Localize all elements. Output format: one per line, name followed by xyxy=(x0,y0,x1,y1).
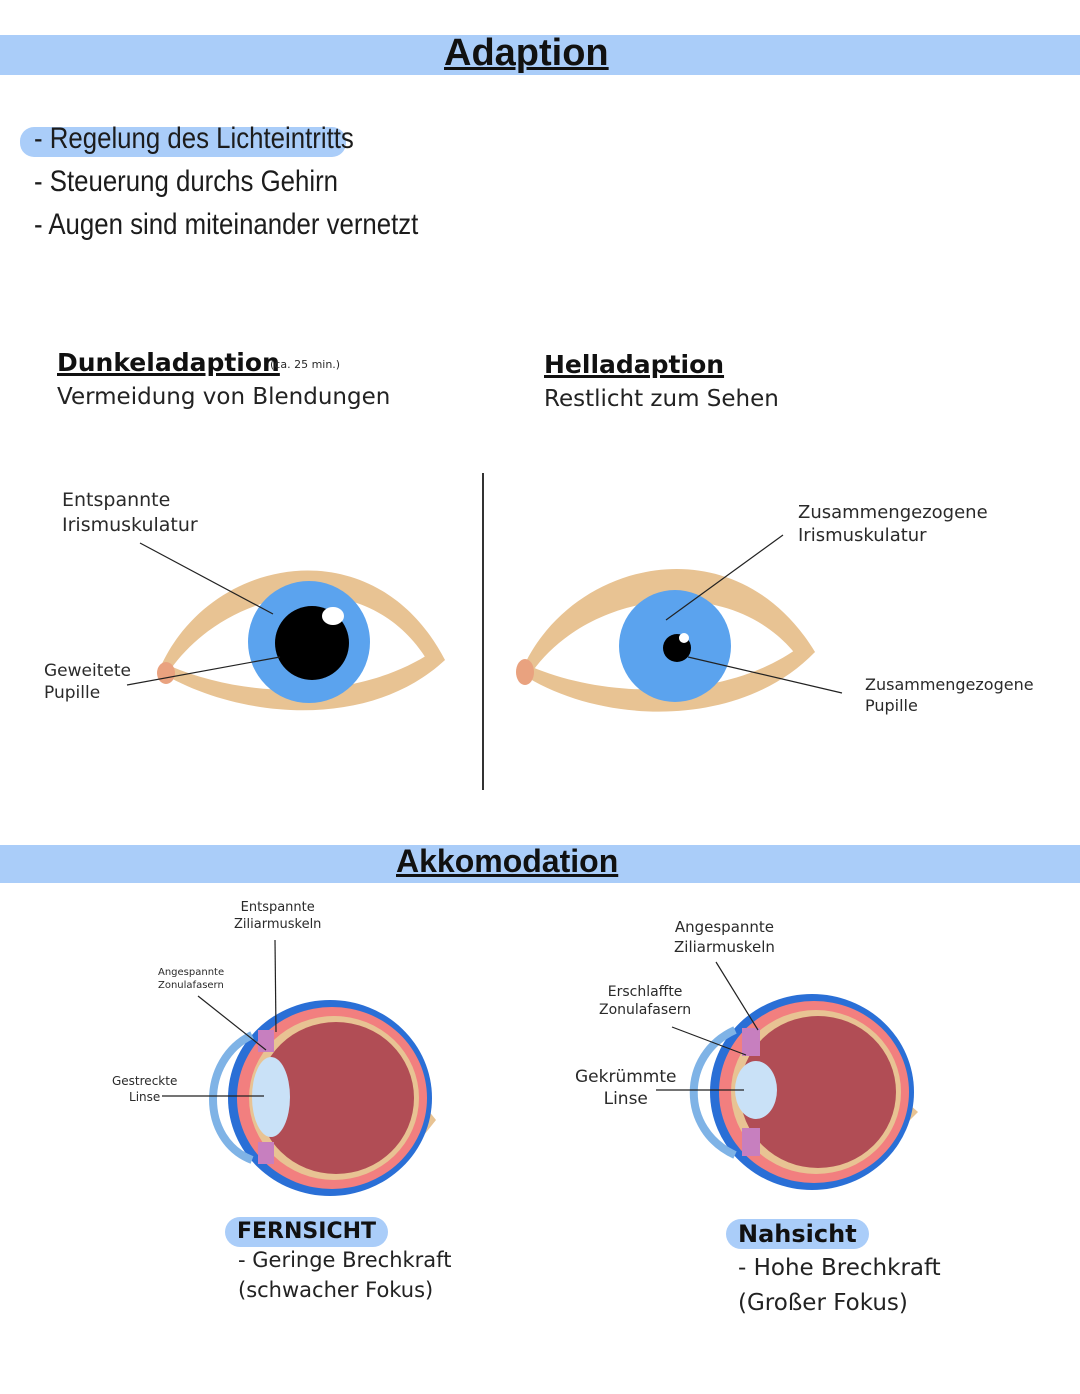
line-pupil-light xyxy=(687,656,843,694)
upper-eyelid xyxy=(160,570,445,670)
fern-lens-label: Gestreckte Linse xyxy=(112,1074,177,1105)
vitreous xyxy=(258,1022,414,1174)
vitreous xyxy=(740,1016,896,1168)
fernsicht-pill: FERNSICHT xyxy=(225,1217,389,1247)
cornea xyxy=(689,1026,737,1159)
fern-lens-label-1: Gestreckte xyxy=(112,1074,178,1088)
line-zon-fern xyxy=(197,995,267,1051)
bullet-3: - Augen sind miteinander vernetzt xyxy=(34,208,419,241)
nah-cil-label-2: Ziliarmuskeln xyxy=(674,937,775,956)
eye-fernsicht xyxy=(209,1000,436,1196)
fern-zon-label-2: Zonulafasern xyxy=(158,980,224,991)
dunkel-iris-label-2: Irismuskulatur xyxy=(62,513,198,536)
pupil-highlight xyxy=(679,633,689,643)
nah-desc-2: (Großer Fokus) xyxy=(738,1290,908,1316)
lens-curved xyxy=(735,1061,777,1119)
nah-zon-label: Erschlaffte Zonulafasern xyxy=(599,983,691,1019)
bullet-2: - Steuerung durchs Gehirn xyxy=(34,165,339,198)
line-zon-nah xyxy=(671,1026,747,1056)
fern-cil-label: Entspannte Ziliarmuskeln xyxy=(234,900,321,934)
ciliary-upper xyxy=(742,1028,760,1056)
eye-dark-adaptation xyxy=(157,570,445,711)
dunkel-subtitle: Vermeidung von Blendungen xyxy=(57,384,391,410)
cornea xyxy=(209,1031,254,1164)
adaption-title: Adaption xyxy=(444,32,609,74)
eye-nahsicht xyxy=(689,994,918,1190)
lower-eyelid xyxy=(160,652,445,711)
fern-desc-1: - Geringe Brechkraft xyxy=(238,1248,452,1272)
tear-duct xyxy=(516,659,534,685)
hell-iris-label-2: Irismuskulatur xyxy=(798,525,927,547)
nah-desc-1: - Hohe Brechkraft xyxy=(738,1255,941,1281)
fern-zon-label-1: Angespannte xyxy=(158,967,225,978)
fern-cil-label-2: Ziliarmuskeln xyxy=(234,916,322,932)
nah-cil-label-1: Angespannte xyxy=(674,918,775,936)
fern-cil-label-1: Entspannte xyxy=(240,900,315,915)
nah-cil-label: Angespannte Ziliarmuskeln xyxy=(674,918,775,957)
upper-eyelid xyxy=(522,568,815,672)
hell-iris-label-1: Zusammengezogene xyxy=(798,502,988,523)
akkomodation-header-band xyxy=(0,845,1080,883)
akkomodation-title: Akkomodation xyxy=(396,843,619,879)
eye-light-adaptation xyxy=(516,568,815,712)
hell-pupil-label-1: Zusammengezogene xyxy=(865,675,1034,694)
fern-zon-label: Angespannte Zonulafasern xyxy=(158,966,224,992)
tear-duct xyxy=(157,662,175,684)
line-cil-fern xyxy=(274,939,277,1033)
dunkel-pupil-label-2: Pupille xyxy=(44,683,101,704)
nah-zon-label-2: Zonulafasern xyxy=(599,1002,692,1019)
hell-title: Helladaption xyxy=(544,350,725,379)
ciliary-lower xyxy=(742,1128,760,1156)
line-iris-light xyxy=(665,534,784,621)
hell-pupil-label: Zusammengezogene Pupille xyxy=(865,675,1034,717)
dunkel-pupil-label-1: Geweitete xyxy=(44,661,131,681)
hell-subtitle: Restlicht zum Sehen xyxy=(544,386,779,412)
line-cil-nah xyxy=(715,961,759,1031)
pupil-highlight xyxy=(322,607,344,625)
dunkel-note: (ca. 25 min.) xyxy=(270,358,341,371)
nah-zon-label-1: Erschlaffte xyxy=(607,984,683,1000)
lens-flat xyxy=(252,1057,290,1137)
hell-iris-label: Zusammengezogene Irismuskulatur xyxy=(798,501,988,548)
adaption-header-band xyxy=(0,35,1080,75)
bullet-highlight xyxy=(20,127,346,157)
hell-pupil-label-2: Pupille xyxy=(865,695,918,715)
dunkel-pupil-label: Geweitete Pupille xyxy=(44,660,131,704)
line-pupil-dark xyxy=(126,656,281,686)
nah-lens-label-2: Linse xyxy=(603,1089,648,1110)
lower-eyelid xyxy=(522,645,815,712)
bullet-1: - Regelung des Lichteintritts xyxy=(34,122,354,155)
nah-lens-label: Gekrümmte Linse xyxy=(575,1066,677,1110)
line-iris-dark xyxy=(139,542,274,615)
dunkel-iris-label-1: Entspannte xyxy=(62,489,171,511)
nahsicht-pill: Nahsicht xyxy=(726,1219,869,1249)
ciliary-lower xyxy=(258,1142,274,1164)
dunkel-title: Dunkeladaption xyxy=(57,348,280,377)
nah-lens-label-1: Gekrümmte xyxy=(575,1067,677,1087)
fern-desc-2: (schwacher Fokus) xyxy=(238,1278,434,1302)
dunkel-iris-label: Entspannte Irismuskulatur xyxy=(62,488,198,537)
ciliary-upper xyxy=(258,1030,274,1052)
fern-lens-label-2: Linse xyxy=(129,1089,161,1104)
